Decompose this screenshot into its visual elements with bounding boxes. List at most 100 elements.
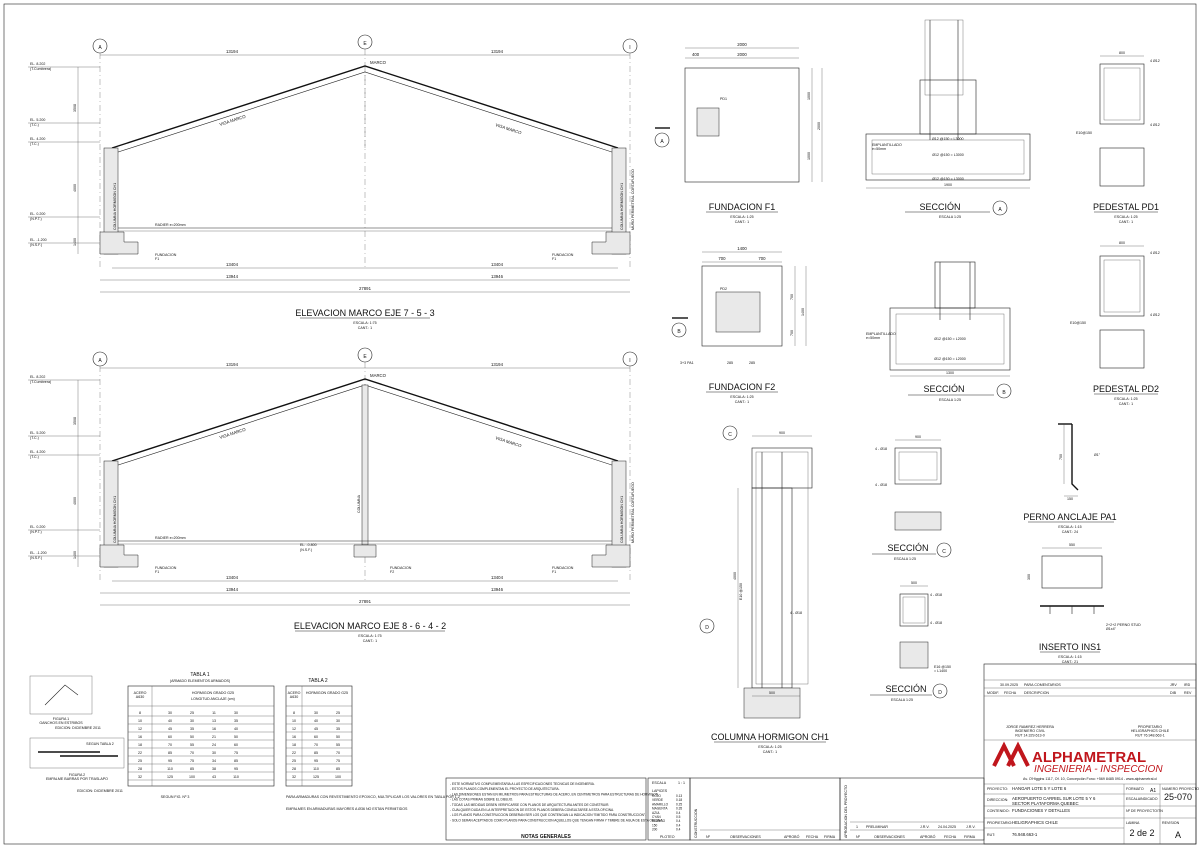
table-cell: 10	[292, 719, 296, 723]
table-note: PARA ARMADURAS CON REVESTIMIENTO EPOXICO…	[286, 795, 460, 799]
note-item: - TODAS LAS MEDIDAS DEBEN VERIFICARSE CO…	[450, 803, 609, 807]
lapiz-name: AMARILLO	[652, 802, 669, 806]
drawing-scale: ESCALA: 1:25	[758, 745, 781, 749]
dim-text: 13194	[226, 49, 239, 54]
lapiz-name: CYAN	[652, 815, 661, 819]
section-mark: B	[1002, 390, 1006, 396]
drawing-title: INSERTO INS1	[1039, 642, 1101, 652]
dim-text: 500	[911, 581, 917, 585]
lapiz-width: 0.25	[676, 802, 682, 806]
drawing-scale: ESCALA: 1:75	[353, 321, 376, 325]
dim-text: 400	[692, 52, 700, 57]
tb-label: FORMATO	[1126, 787, 1144, 791]
drawing-scale: ESCALA: 1:75	[358, 634, 381, 638]
table-subtitle: (ARMADO ELEMENTOS ARMADOS)	[170, 679, 230, 683]
seccion-bar: Ø12 @150 = L3000	[932, 177, 964, 181]
dim-text: 2000	[737, 52, 747, 57]
table-cell: 30	[234, 711, 238, 715]
table-cell: 28	[138, 767, 142, 771]
elevation-marco-1: A E I 13194 13194 MARCO VIGA MARCO VIGA …	[28, 34, 638, 330]
table-cell: 32	[138, 775, 142, 779]
table-cell: 35	[234, 719, 238, 723]
table-cell: 25	[336, 711, 340, 715]
level-label: EL. 4.200	[30, 450, 45, 454]
lapiz-width: 0.5	[676, 815, 681, 819]
marco-label: MARCO	[370, 60, 387, 65]
lapiz-name: 150	[652, 823, 658, 827]
dim-text: 1400	[801, 308, 805, 316]
bar-tag: 4 - Ø18	[875, 483, 887, 487]
table-cell: 38	[212, 767, 216, 771]
muro-label: MURO PERIMETRAL CORTAFUEGO	[631, 482, 635, 543]
table-cell: 10	[138, 719, 142, 723]
level-label: EL. 0.200	[30, 212, 45, 216]
lapiz-name: VERDE	[652, 798, 663, 802]
lapiz-width: 0.13	[676, 794, 682, 798]
table-cell: 30	[168, 711, 172, 715]
dim-text: 2000	[817, 122, 821, 130]
drawing-scale: ESCALA: 1:15	[1058, 655, 1081, 659]
drawing-scale: ESCALA 1:25	[891, 698, 913, 702]
table-cell: 85	[336, 767, 340, 771]
rev-cell: 24.04.2025	[938, 825, 956, 829]
section-mark: C	[942, 549, 946, 555]
drawing-scale: ESCALA 1:25	[939, 215, 961, 219]
level-sub: (T.Cumbrera)	[30, 67, 51, 71]
table-cell: 12	[292, 727, 296, 731]
section-mark: A	[660, 139, 664, 145]
axis-label: E	[363, 41, 367, 47]
marco-label: MARCO	[370, 373, 387, 378]
lapiz-width: 0.4	[676, 828, 681, 832]
notas-generales: - ESTE NORMATIVO COMPLEMENTARIA A LAS ES…	[445, 777, 663, 841]
tb-scale: INDICADO	[1140, 797, 1158, 801]
level-label: EL. 4.200	[30, 137, 45, 141]
level-label: EL. 8.202	[30, 62, 45, 66]
table-cell: 8	[139, 711, 141, 715]
dim-text: 150	[1067, 497, 1073, 501]
level-sub: (N.P.T.)	[30, 217, 42, 221]
dim-text: 700	[790, 294, 794, 300]
tb-project: HANGAR LOTE 5 Y LOTE 6	[1012, 786, 1067, 791]
dim-text: 800	[1119, 241, 1125, 245]
columna-label: COLUMNA HORMIGON CH1	[620, 183, 624, 230]
rev-header: APROBÓ	[784, 834, 800, 839]
section-mark: D	[705, 625, 709, 631]
level-sub: (N.S.F.)	[30, 556, 42, 560]
lapiz-name: BLANCO	[652, 819, 666, 823]
dim-text: 285	[749, 361, 755, 365]
drawing-qty: CANT.: 1	[358, 326, 372, 330]
seccion-bar: Ø12 @150 = L3000	[932, 137, 964, 141]
drawing-title: COLUMNA HORMIGON CH1	[711, 732, 829, 742]
table-cell: 60	[168, 735, 172, 739]
revision-tables: CONSTRUCCION Nº OBSERVACIONES APROBÓ FEC…	[689, 777, 985, 841]
stirrup-tag: E10@150	[1070, 321, 1086, 325]
axis-E-2: E	[357, 347, 373, 363]
tb-sheet: 2 de 2	[1129, 828, 1154, 838]
seccion-bar: Ø12 @150 = L2000	[934, 337, 966, 341]
rev-vertical-label: CONSTRUCCION	[694, 808, 698, 838]
level-sub: (N.S.F.)	[30, 243, 42, 247]
table-cell: 22	[292, 751, 296, 755]
level-label: EL. -0.800	[300, 543, 317, 547]
table-cell: 18	[138, 743, 142, 747]
table-cell: 55	[190, 743, 194, 747]
bar-tag: 4 Ø12	[1150, 251, 1160, 255]
rev-cell: J.R.V.	[966, 825, 975, 829]
axis-label: E	[363, 354, 367, 360]
tb-label: RUT:	[987, 833, 995, 837]
sheet-border	[3, 3, 1197, 845]
tb-label: REVISION	[1162, 821, 1180, 825]
note-item: - LOS PLANOS PARA CONSTRUCCION DEBERAN S…	[450, 813, 646, 817]
table-cell: 40	[168, 719, 172, 723]
table-title: TABLA 2	[308, 678, 328, 684]
tb-rev-date: 30.09.2025	[1000, 683, 1018, 687]
table-cell: 35	[190, 727, 194, 731]
table-cell: 11	[212, 711, 216, 715]
